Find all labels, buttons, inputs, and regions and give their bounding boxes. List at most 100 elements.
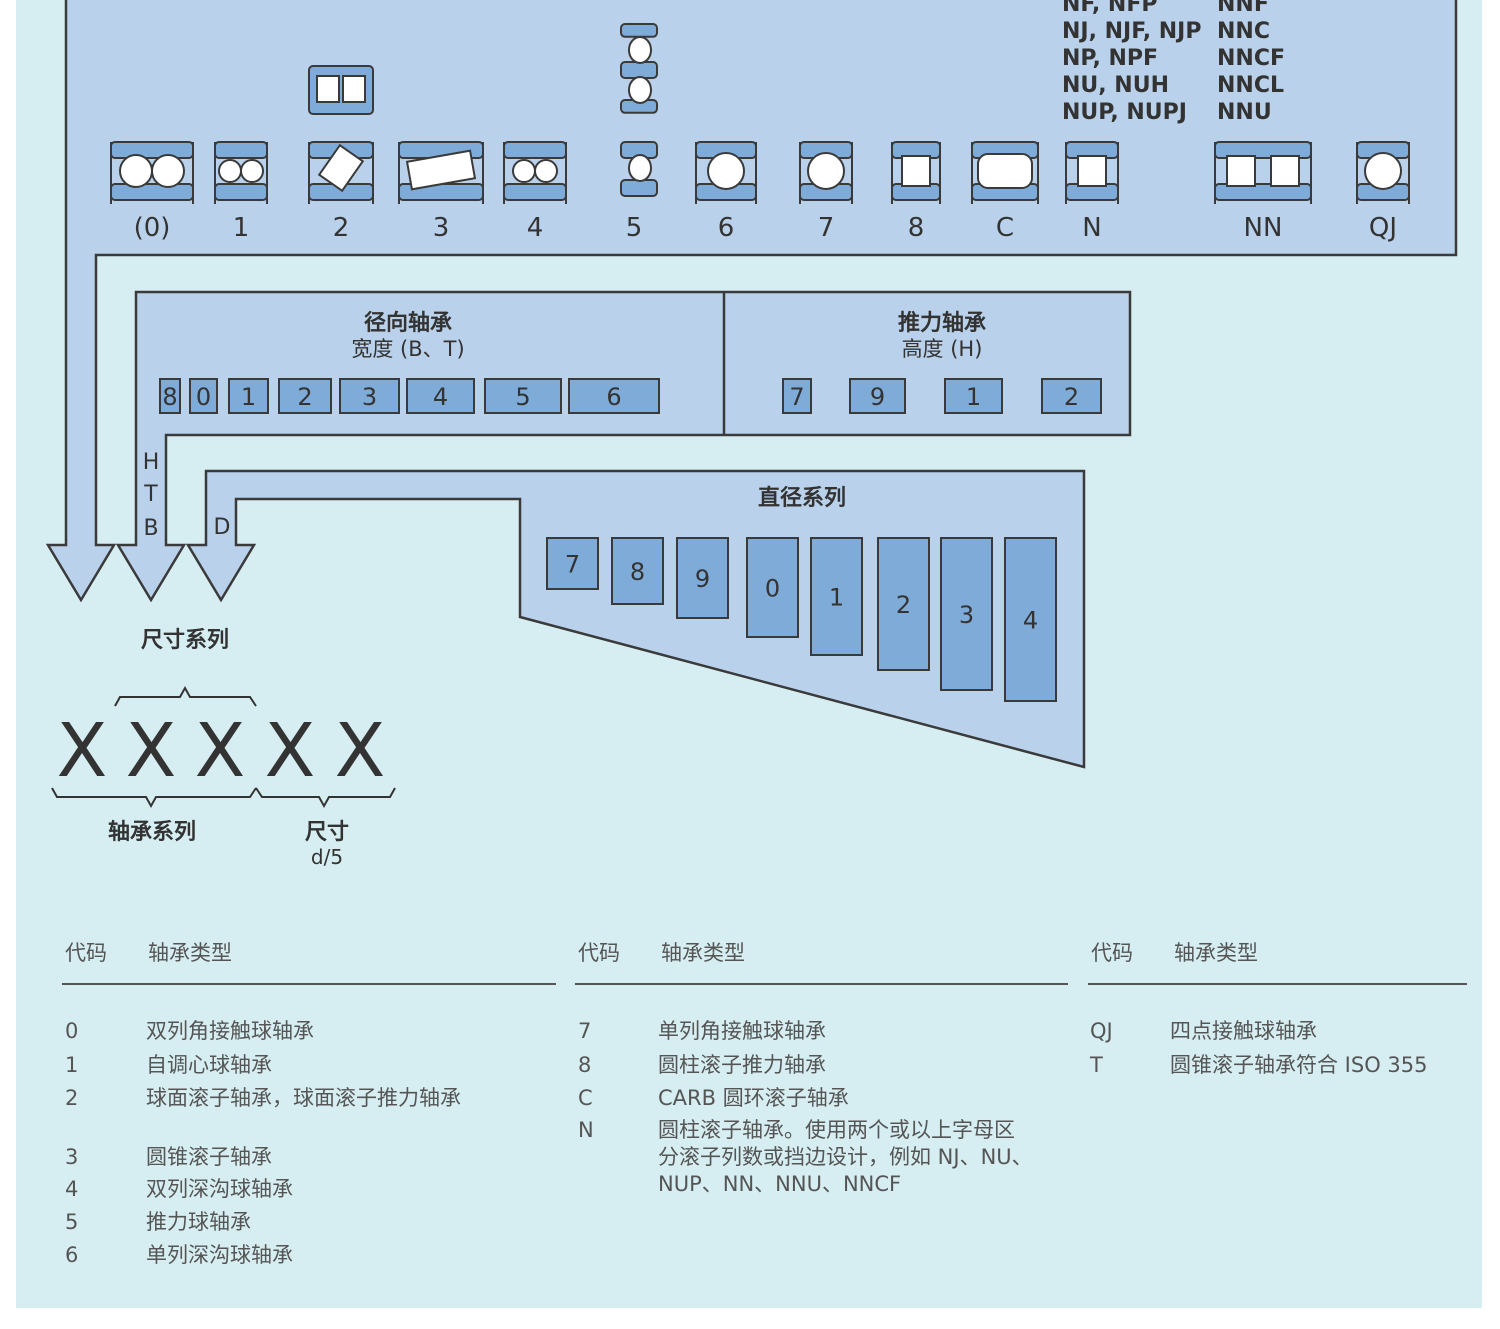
type-column-header: 轴承类型 (148, 941, 232, 965)
width-series-box: 0 (189, 378, 218, 414)
header-rule (1088, 983, 1467, 985)
height-series-box: 7 (782, 378, 812, 414)
width-series-box: 1 (228, 378, 269, 414)
header-rule (62, 983, 556, 985)
thrust-subtitle: 高度 (H) (902, 337, 983, 361)
legend-type: 单列深沟球轴承 (146, 1243, 293, 1267)
svg-text:3: 3 (959, 601, 974, 629)
bearing-type-code: N (1082, 213, 1101, 243)
legend-code: QJ (1090, 1019, 1113, 1043)
width-series-box: 4 (406, 378, 475, 414)
spherical-roller-icon (308, 65, 374, 204)
carb-toroidal-roller-icon (971, 141, 1039, 204)
legend-type: 单列角接触球轴承 (658, 1019, 826, 1043)
arrow-letter-b: B (143, 516, 158, 541)
n-variant: NF, NFP (1062, 0, 1158, 17)
bearing-type-code: 7 (818, 213, 835, 243)
bearing-type-code: (0) (134, 213, 171, 243)
bearing-type-code: 6 (718, 213, 735, 243)
bearing-type-code: 4 (527, 213, 544, 243)
legend-type: 球面滚子轴承，球面滚子推力轴承 (146, 1086, 461, 1110)
cylindrical-roller-icon (1065, 141, 1119, 204)
designation-placeholder: X (126, 708, 177, 794)
dimension-series-label: 尺寸系列 (141, 628, 229, 653)
height-series-box: 9 (849, 378, 906, 414)
designation-placeholder: X (335, 708, 386, 794)
legend-type: CARB 圆环滚子轴承 (658, 1086, 849, 1110)
thrust-ball-icon (620, 23, 658, 197)
svg-text:9: 9 (870, 383, 885, 411)
bearing-type-code: 1 (233, 213, 250, 243)
legend-type: 自调心球轴承 (146, 1053, 272, 1077)
code-column-header: 代码 (65, 941, 107, 965)
size-label: 尺寸 (305, 820, 349, 845)
code-column-header: 代码 (1091, 941, 1133, 965)
legend-code: 2 (65, 1086, 79, 1110)
diameter-title: 直径系列 (758, 485, 846, 511)
height-series-box: 2 (1041, 378, 1102, 414)
designation-placeholder: X (195, 708, 246, 794)
nn-variant: NNCF (1217, 46, 1285, 71)
diameter-series-box: 2 (877, 537, 930, 671)
radial-subtitle: 宽度 (B、T) (351, 337, 464, 361)
width-series-box: 3 (339, 378, 400, 414)
legend-type: 圆柱滚子轴承。使用两个或以上字母区 分滚子列数或挡边设计，例如 NJ、NU、 N… (658, 1118, 1033, 1196)
svg-text:2: 2 (297, 383, 312, 411)
size-formula: d/5 (311, 845, 343, 869)
svg-text:6: 6 (606, 383, 621, 411)
deep-groove-ball-icon (695, 141, 757, 204)
nn-variant: NNCL (1217, 73, 1284, 98)
svg-text:1: 1 (241, 383, 256, 411)
nn-variant: NNU (1217, 100, 1272, 125)
header-rule (575, 983, 1068, 985)
n-variant: NU, NUH (1062, 73, 1169, 98)
legend-code: C (578, 1086, 593, 1110)
legend-type: 圆锥滚子轴承符合 ISO 355 (1170, 1053, 1428, 1077)
radial-title: 径向轴承 (364, 310, 452, 336)
svg-text:9: 9 (695, 565, 710, 593)
legend-type: 推力球轴承 (146, 1210, 251, 1234)
designation-placeholder: X (57, 708, 108, 794)
legend-code: 6 (65, 1243, 79, 1267)
svg-text:1: 1 (966, 383, 981, 411)
code-column-header: 代码 (578, 941, 620, 965)
nn-variant: NNC (1217, 19, 1270, 44)
bearing-series-brace (51, 787, 257, 809)
bearing-series-label: 轴承系列 (108, 819, 196, 845)
legend-code: 0 (65, 1019, 79, 1043)
diameter-series-box: 1 (810, 537, 863, 656)
arrow-letter-h: H (143, 450, 160, 475)
width-series-box: 2 (278, 378, 332, 414)
thrust-title: 推力轴承 (898, 310, 986, 336)
diameter-series-box: 7 (546, 537, 599, 590)
diameter-series-box: 0 (746, 537, 799, 638)
svg-text:7: 7 (789, 383, 804, 411)
svg-text:3: 3 (362, 383, 377, 411)
svg-text:4: 4 (1023, 607, 1038, 635)
bearing-type-code: 8 (908, 213, 925, 243)
svg-text:1: 1 (829, 584, 844, 612)
legend-type: 双列角接触球轴承 (146, 1019, 314, 1043)
self-aligning-ball-icon (214, 141, 268, 204)
double-row-cylindrical-roller-icon (1214, 141, 1312, 204)
bearing-type-code: 2 (333, 213, 350, 243)
n-variant: NJ, NJF, NJP (1062, 19, 1201, 44)
svg-text:0: 0 (196, 383, 211, 411)
legend-code: N (578, 1118, 594, 1142)
arrow-letter-t: T (143, 482, 158, 507)
nn-variant: NNF (1217, 0, 1269, 17)
bearing-type-code: C (996, 213, 1014, 243)
width-series-box: 8 (159, 378, 181, 414)
svg-text:7: 7 (565, 551, 580, 579)
legend-code: T (1090, 1053, 1103, 1077)
four-point-contact-ball-icon (1356, 141, 1410, 204)
diameter-series-box: 3 (940, 537, 993, 691)
bearing-type-code: QJ (1369, 213, 1397, 243)
svg-text:2: 2 (1064, 383, 1079, 411)
width-series-box: 6 (568, 378, 660, 414)
diameter-series-box: 8 (611, 537, 664, 605)
diameter-series-box: 4 (1004, 537, 1057, 702)
svg-text:5: 5 (515, 383, 530, 411)
width-height-panel (115, 290, 1132, 603)
